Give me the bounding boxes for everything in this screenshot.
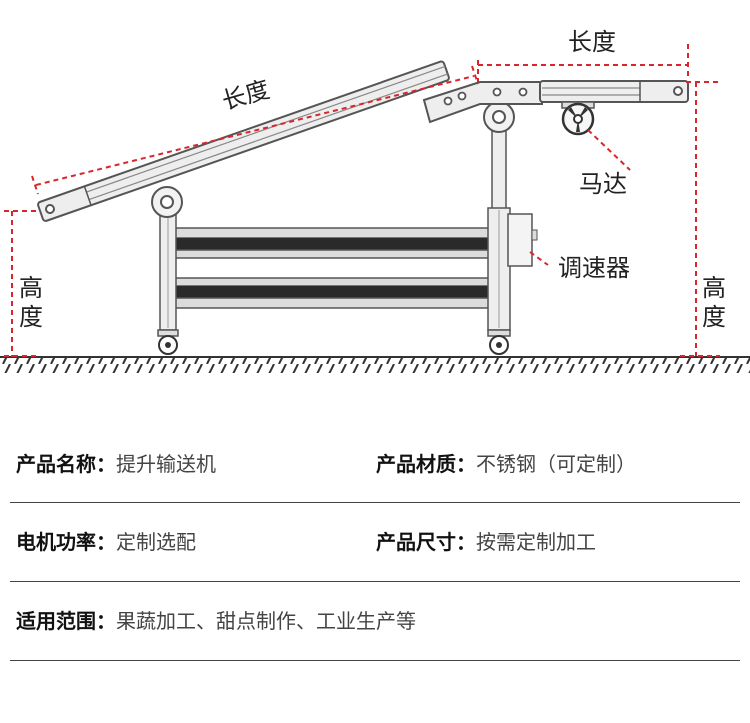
top-conveyor	[539, 80, 689, 103]
ground	[0, 356, 750, 373]
spec-key: 适用范围：	[16, 609, 116, 633]
incline-conveyor	[37, 60, 450, 222]
left-height-label-line1: 高	[19, 274, 43, 302]
spec-key: 产品尺寸：	[376, 530, 476, 554]
dimension-lines	[4, 44, 720, 357]
spec-key: 产品材质：	[376, 452, 476, 476]
right-height-label-line2: 度	[702, 303, 726, 331]
spec-value: 果蔬加工、甜点制作、工业生产等	[116, 609, 416, 633]
spec-item-power: 电机功率：定制选配	[16, 529, 196, 555]
spec-value: 提升输送机	[116, 452, 216, 476]
spec-key: 电机功率：	[16, 530, 116, 554]
joint-plate	[422, 81, 543, 124]
right-height-label-line1: 高	[702, 274, 726, 302]
motor	[561, 101, 595, 136]
incline-length-label: 长度	[219, 75, 273, 115]
spec-key: 产品名称：	[16, 452, 116, 476]
spec-row: 适用范围：果蔬加工、甜点制作、工业生产等	[10, 582, 740, 661]
lower-frame	[171, 227, 491, 309]
right-leg	[483, 101, 515, 355]
left-leg	[151, 186, 183, 355]
spec-item-scope: 适用范围：果蔬加工、甜点制作、工业生产等	[16, 608, 416, 634]
speed-controller-box	[507, 213, 538, 267]
left-height-label-line2: 度	[19, 303, 43, 331]
top-length-label: 长度	[568, 28, 616, 56]
spec-item-material: 产品材质：不锈钢（可定制）	[376, 451, 636, 477]
motor-label: 马达	[579, 170, 627, 198]
spec-item-name: 产品名称：提升输送机	[16, 451, 216, 477]
spec-table: 产品名称：提升输送机 产品材质：不锈钢（可定制） 电机功率：定制选配 产品尺寸：…	[10, 425, 740, 661]
speed-controller-label: 调速器	[558, 254, 630, 282]
conveyor-diagram: 长度 长度 高 度 高 度 马达 调速器	[0, 28, 750, 373]
spec-row: 产品名称：提升输送机 产品材质：不锈钢（可定制）	[10, 425, 740, 503]
spec-row: 电机功率：定制选配 产品尺寸：按需定制加工	[10, 503, 740, 582]
spec-item-size: 产品尺寸：按需定制加工	[376, 529, 596, 555]
spec-value: 定制选配	[116, 530, 196, 554]
spec-value: 不锈钢（可定制）	[476, 452, 636, 476]
spec-value: 按需定制加工	[476, 530, 596, 554]
